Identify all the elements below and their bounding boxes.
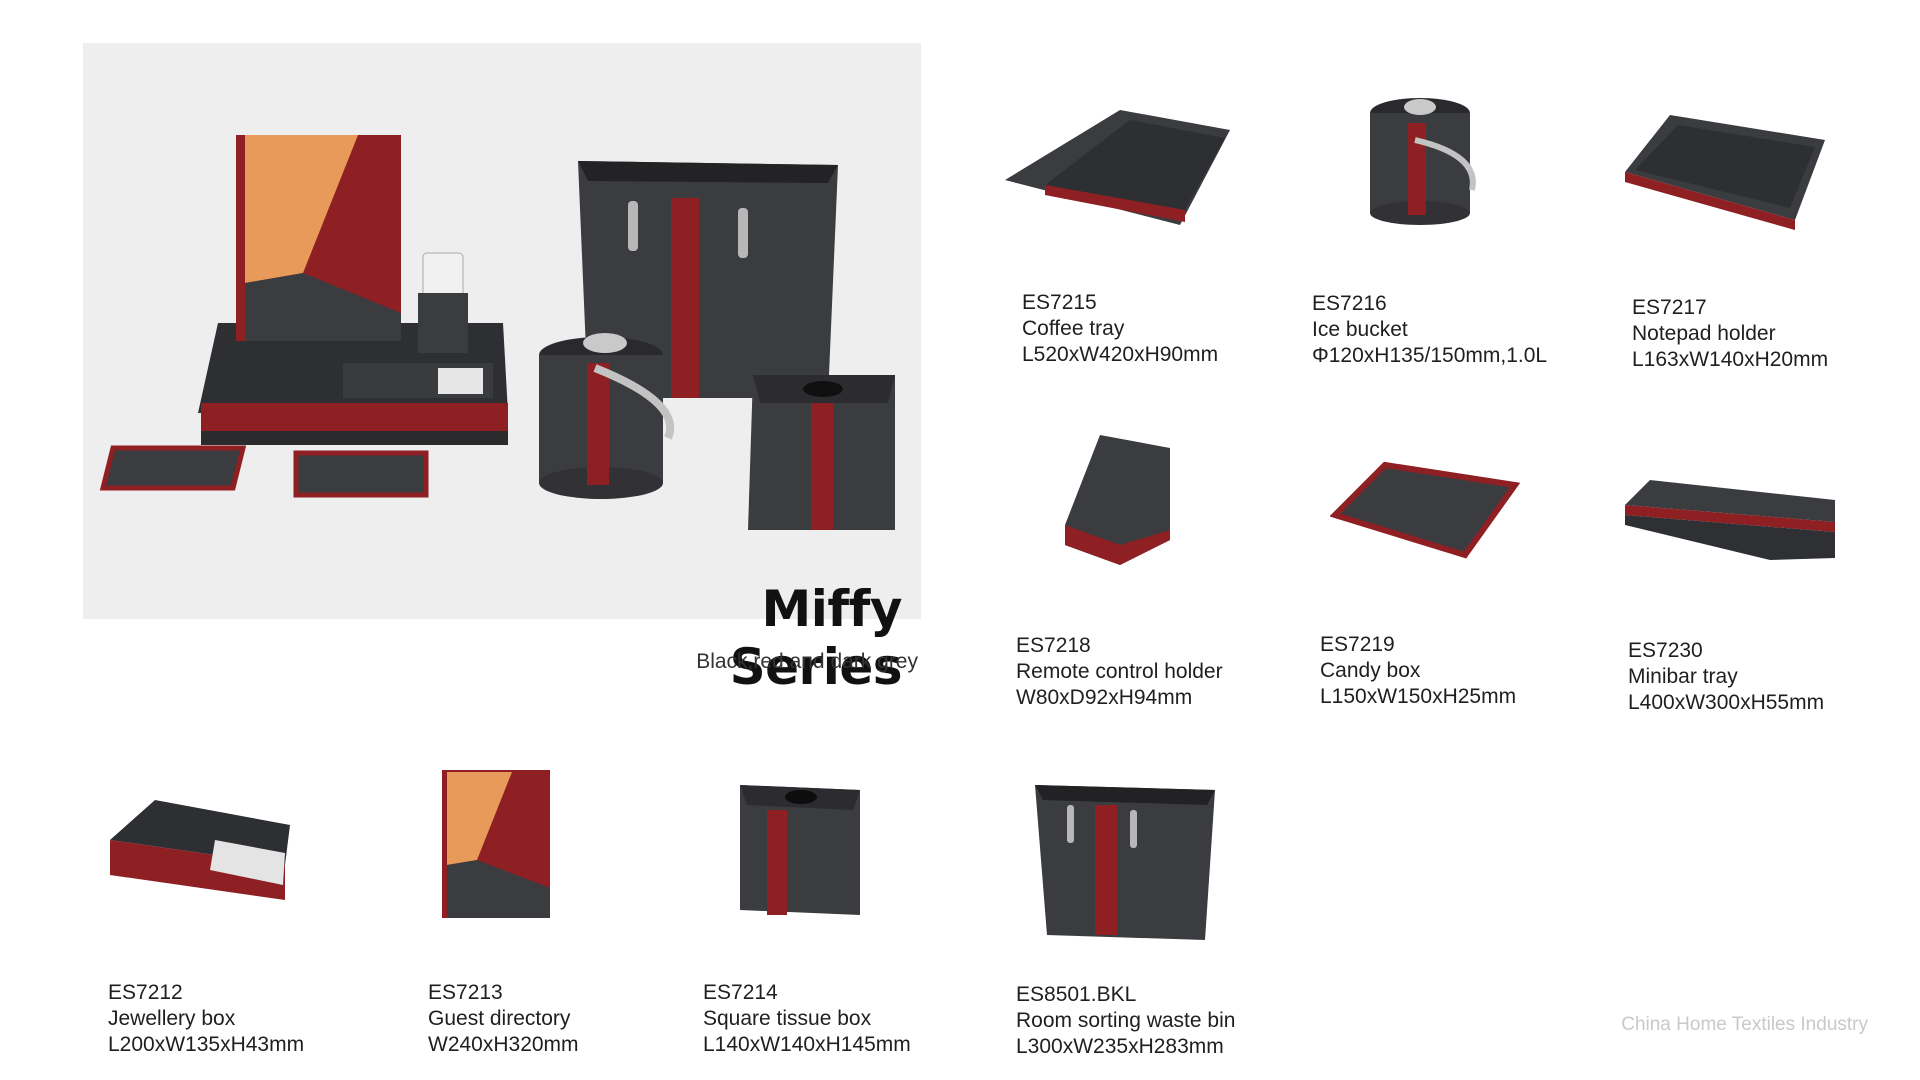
product-name: Minibar tray <box>1628 665 1738 688</box>
product-size: Φ120xH135/150mm,1.0L <box>1312 344 1548 367</box>
product-size: W240xH320mm <box>428 1033 579 1056</box>
tissue-box-icon <box>740 785 860 915</box>
product-size: L163xW140xH20mm <box>1632 348 1829 371</box>
product-size: L200xW135xH43mm <box>108 1033 305 1056</box>
product-code: ES7218 <box>1016 634 1091 657</box>
product-code: ES7214 <box>703 981 778 1004</box>
hero-product-set-illustration <box>99 135 895 530</box>
product-caption: ES7215 Coffee tray L520xW420xH90mm <box>1022 290 1218 368</box>
product-name: Remote control holder <box>1016 660 1223 683</box>
minibar-tray-icon <box>1625 480 1835 560</box>
product-code: ES7217 <box>1632 296 1707 319</box>
candy-box-icon <box>1330 461 1520 559</box>
product-code: ES7212 <box>108 981 183 1004</box>
product-size: L400xW300xH55mm <box>1628 691 1825 714</box>
product-caption: ES7217 Notepad holder L163xW140xH20mm <box>1632 295 1828 373</box>
series-title: Miffy Series <box>729 580 903 696</box>
product-size: W80xD92xH94mm <box>1016 686 1193 709</box>
product-name: Guest directory <box>428 1007 571 1030</box>
watermark-text: China Home Textiles Industry <box>1621 1014 1868 1035</box>
product-size: L150xW150xH25mm <box>1320 685 1517 708</box>
product-name: Square tissue box <box>703 1007 872 1030</box>
ice-bucket-icon <box>1370 98 1476 225</box>
product-code: ES7216 <box>1312 292 1387 315</box>
remote-holder-icon <box>1065 435 1170 565</box>
product-caption: ES7230 Minibar tray L400xW300xH55mm <box>1628 638 1824 716</box>
product-code: ES7215 <box>1022 291 1097 314</box>
notepad-holder-icon <box>1625 115 1825 230</box>
product-size: L140xW140xH145mm <box>703 1033 911 1056</box>
product-name: Candy box <box>1320 659 1421 682</box>
series-subtitle: Black,red and dark grey <box>696 650 918 673</box>
product-name: Room sorting waste bin <box>1016 1009 1236 1032</box>
product-name: Ice bucket <box>1312 318 1408 341</box>
product-code: ES7213 <box>428 981 503 1004</box>
waste-bin-icon <box>1035 785 1215 940</box>
product-name: Notepad holder <box>1632 322 1776 345</box>
product-caption: ES7212 Jewellery box L200xW135xH43mm <box>108 980 304 1058</box>
product-caption: ES7213 Guest directory W240xH320mm <box>428 980 579 1058</box>
guest-directory-icon <box>442 770 550 918</box>
coffee-tray-icon <box>1005 110 1230 225</box>
product-size: L520xW420xH90mm <box>1022 343 1219 366</box>
product-caption: ES7216 Ice bucket Φ120xH135/150mm,1.0L <box>1312 291 1547 369</box>
product-code: ES7219 <box>1320 633 1395 656</box>
product-name: Coffee tray <box>1022 317 1125 340</box>
product-caption: ES7218 Remote control holder W80xD92xH94… <box>1016 633 1223 711</box>
product-caption: ES8501.BKL Room sorting waste bin L300xW… <box>1016 982 1235 1060</box>
product-code: ES8501.BKL <box>1016 983 1137 1006</box>
product-name: Jewellery box <box>108 1007 236 1030</box>
product-caption: ES7219 Candy box L150xW150xH25mm <box>1320 632 1516 710</box>
product-size: L300xW235xH283mm <box>1016 1035 1224 1058</box>
product-caption: ES7214 Square tissue box L140xW140xH145m… <box>703 980 911 1058</box>
product-code: ES7230 <box>1628 639 1703 662</box>
hero-image <box>83 43 921 619</box>
jewellery-box-icon <box>110 800 290 900</box>
